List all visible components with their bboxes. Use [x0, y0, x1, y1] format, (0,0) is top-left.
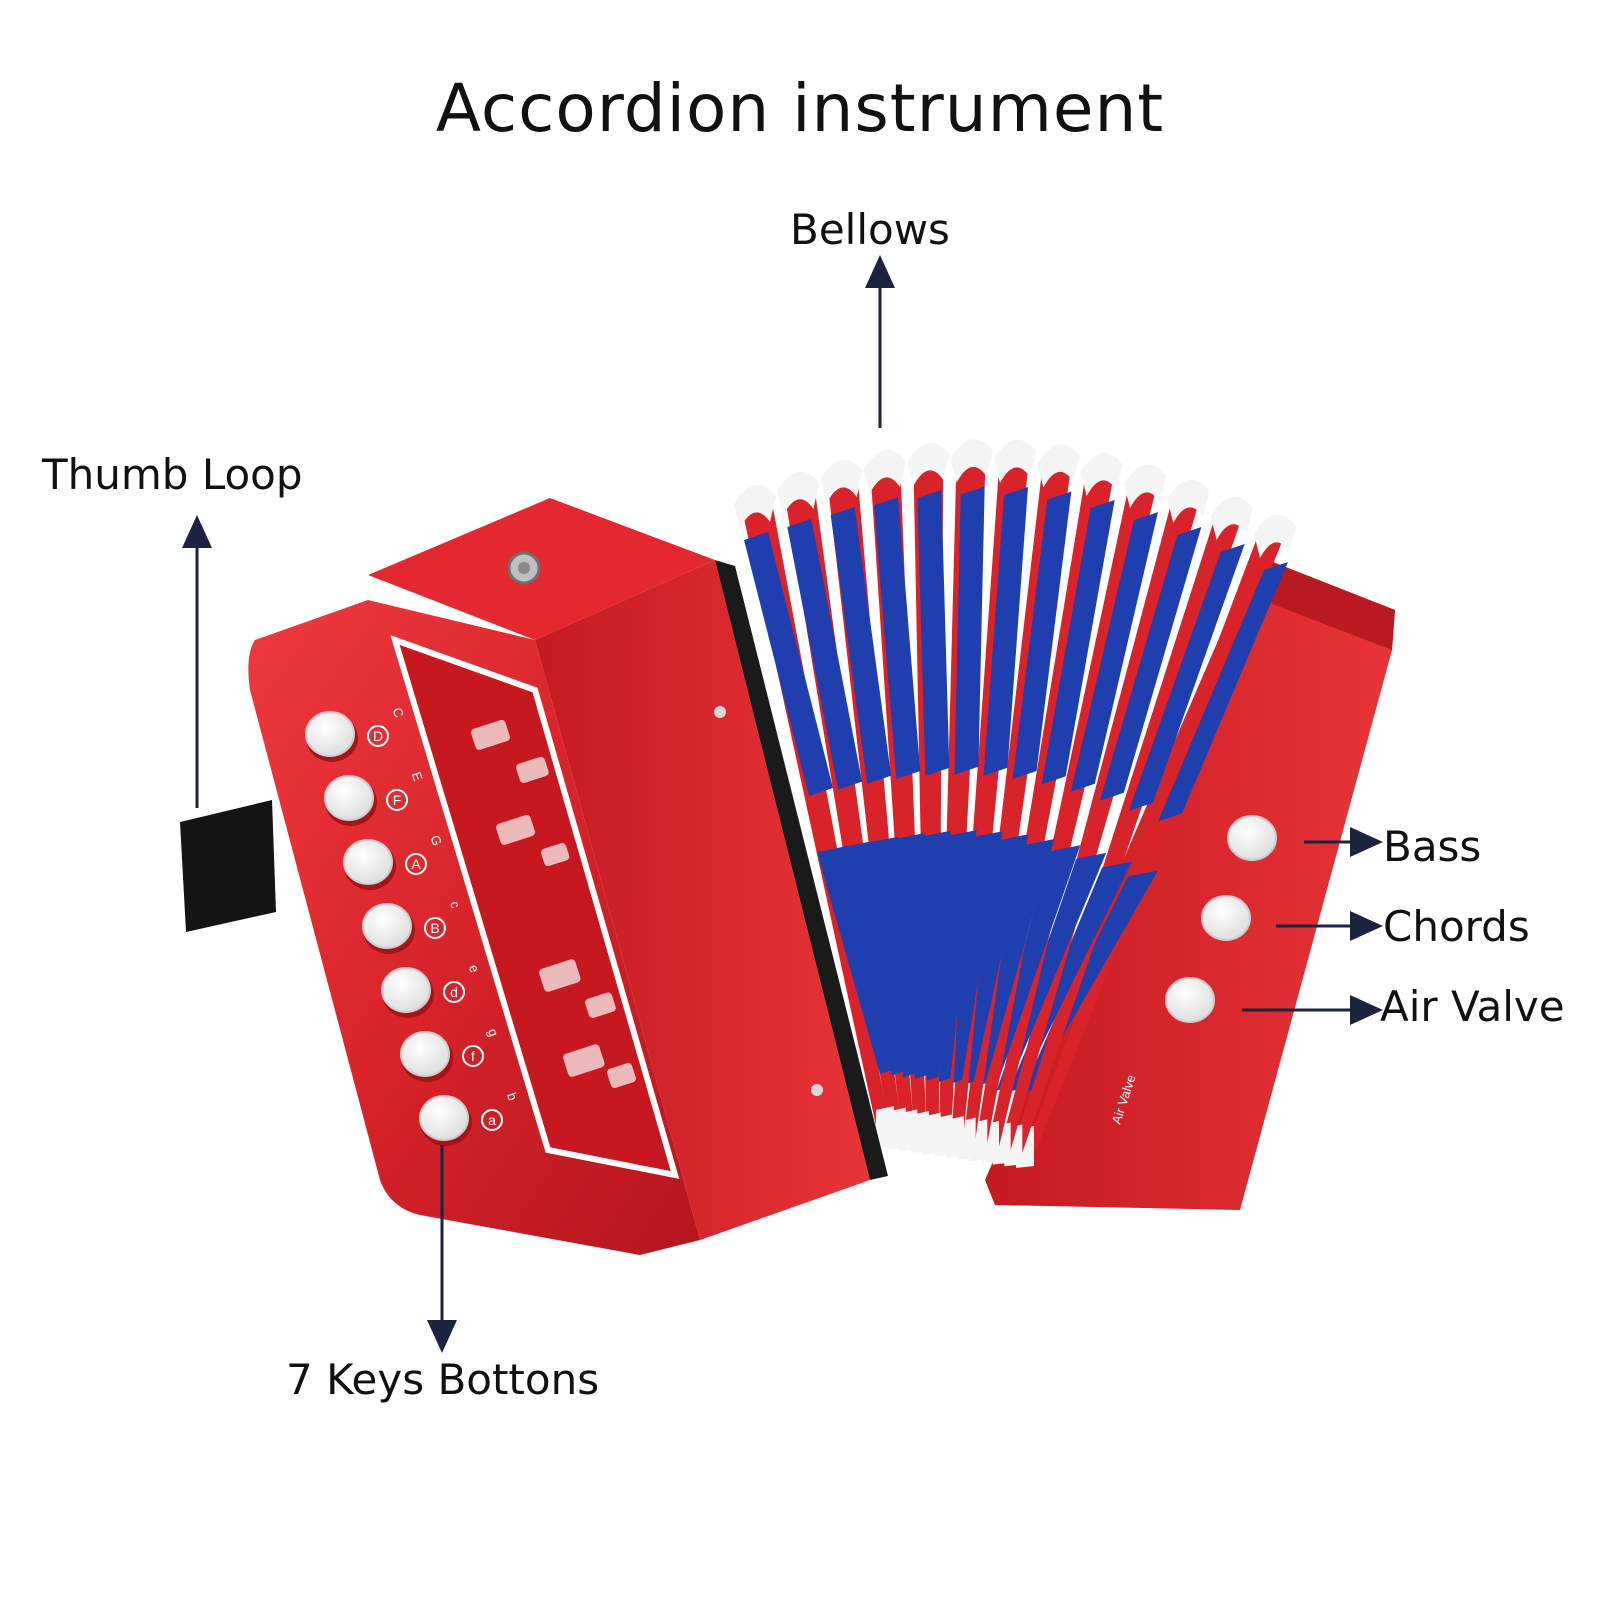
- treble-key[interactable]: de: [381, 962, 483, 1018]
- bellows-fold: [969, 452, 1123, 1162]
- callout-arrows: [182, 255, 1383, 1353]
- label-thumb-loop: Thumb Loop: [42, 450, 303, 499]
- bellows-fold: [734, 484, 894, 1148]
- note-push-label: F: [393, 792, 402, 808]
- bass-buttons: [1165, 815, 1277, 1023]
- treble-key[interactable]: fg: [400, 1026, 502, 1082]
- thumb-loop-strap: [180, 800, 276, 932]
- bellows-fold: [907, 442, 951, 1155]
- note-pull-label: c: [447, 899, 463, 911]
- note-pull-label: b: [504, 1090, 521, 1102]
- note-pull-label: e: [466, 962, 483, 974]
- bellows-fold: [946, 439, 1036, 1158]
- right-end-box: [985, 555, 1395, 1210]
- note-push-label: B: [430, 920, 439, 936]
- label-bass: Bass: [1383, 822, 1482, 871]
- treble-key[interactable]: AG: [343, 833, 445, 890]
- bellows-fold: [934, 439, 993, 1157]
- note-push-label: A: [411, 856, 421, 872]
- label-air-valve: Air Valve: [1380, 982, 1565, 1031]
- bellows-fold: [820, 459, 918, 1152]
- label-chords: Chords: [1383, 902, 1530, 951]
- left-box-trim: [715, 560, 888, 1180]
- note-push-label: D: [373, 728, 383, 744]
- treble-key[interactable]: FE: [324, 770, 426, 826]
- bass-button[interactable]: [1227, 815, 1277, 861]
- left-box-top: [368, 498, 715, 640]
- note-push-label: a: [488, 1112, 496, 1128]
- note-push-label: f: [471, 1048, 475, 1064]
- bellows: [734, 439, 1296, 1168]
- treble-key[interactable]: Bc: [362, 899, 464, 954]
- label-keys: 7 Keys Bottons: [286, 1355, 600, 1404]
- grille-panel: [390, 635, 680, 1179]
- air-valve-button[interactable]: [1165, 977, 1215, 1023]
- chords-button[interactable]: [1201, 895, 1251, 941]
- note-push-label: d: [450, 984, 458, 1000]
- bellows-fold: [1016, 514, 1296, 1168]
- note-pull-label: G: [427, 833, 445, 848]
- left-box-side: [535, 560, 870, 1240]
- note-pull-label: g: [485, 1026, 502, 1038]
- diagram-title: Accordion instrument: [435, 70, 1165, 147]
- treble-key[interactable]: ab: [419, 1090, 521, 1146]
- bellows-fold: [957, 444, 1080, 1160]
- treble-buttons: DC FE AG Bc de fg ab: [305, 705, 521, 1146]
- grille-holes: [471, 719, 636, 1088]
- treble-key[interactable]: DC: [305, 705, 407, 762]
- label-bellows: Bellows: [790, 205, 950, 254]
